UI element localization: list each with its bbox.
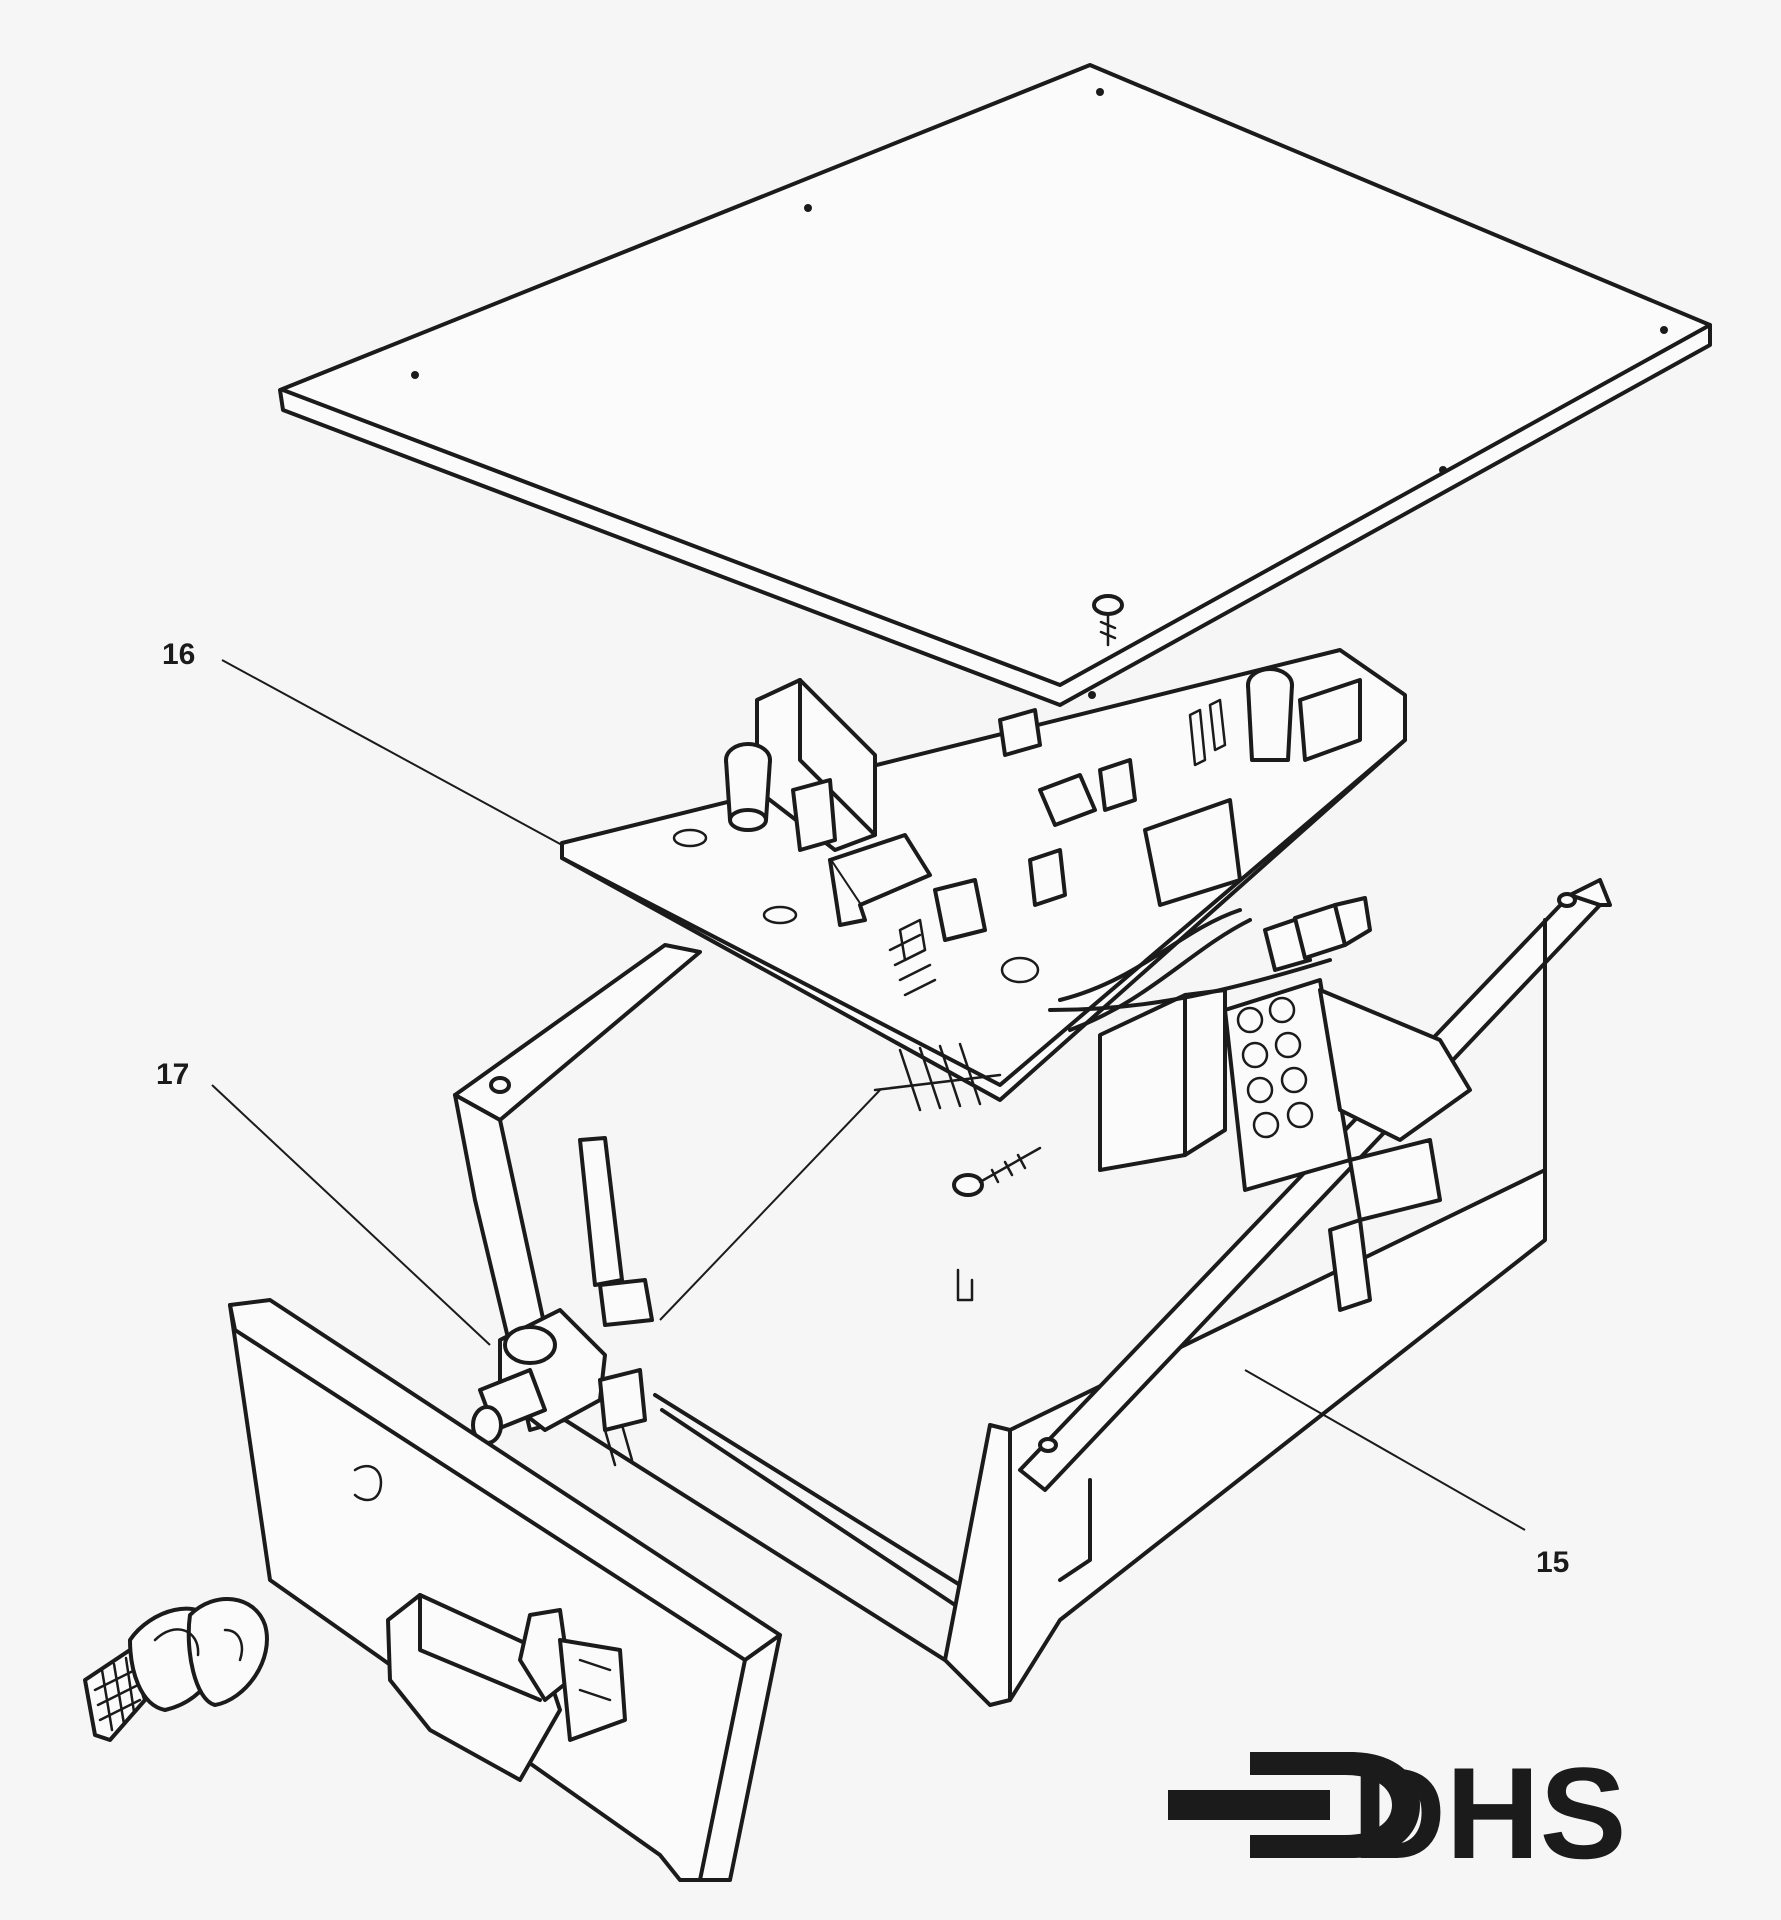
callout-16: 16 — [162, 638, 196, 671]
leader-line-15 — [1244, 1369, 1526, 1531]
leader-line-17 — [211, 1084, 491, 1346]
front-panel — [228, 1298, 782, 1882]
cover-plate — [278, 63, 1712, 707]
circuit-board — [560, 648, 1407, 1321]
callout-17: 17 — [156, 1058, 190, 1091]
knob — [83, 1597, 269, 1742]
dhs-logo: DHS — [1168, 1740, 1626, 1886]
dhs-logo-text: DHS — [1352, 1740, 1626, 1886]
rocker-switch — [386, 1593, 627, 1782]
chassis — [453, 878, 1612, 1707]
screw-top — [1092, 594, 1124, 647]
leader-line-16 — [221, 659, 563, 846]
callout-15: 15 — [1536, 1546, 1570, 1579]
potentiometer — [471, 1308, 647, 1467]
